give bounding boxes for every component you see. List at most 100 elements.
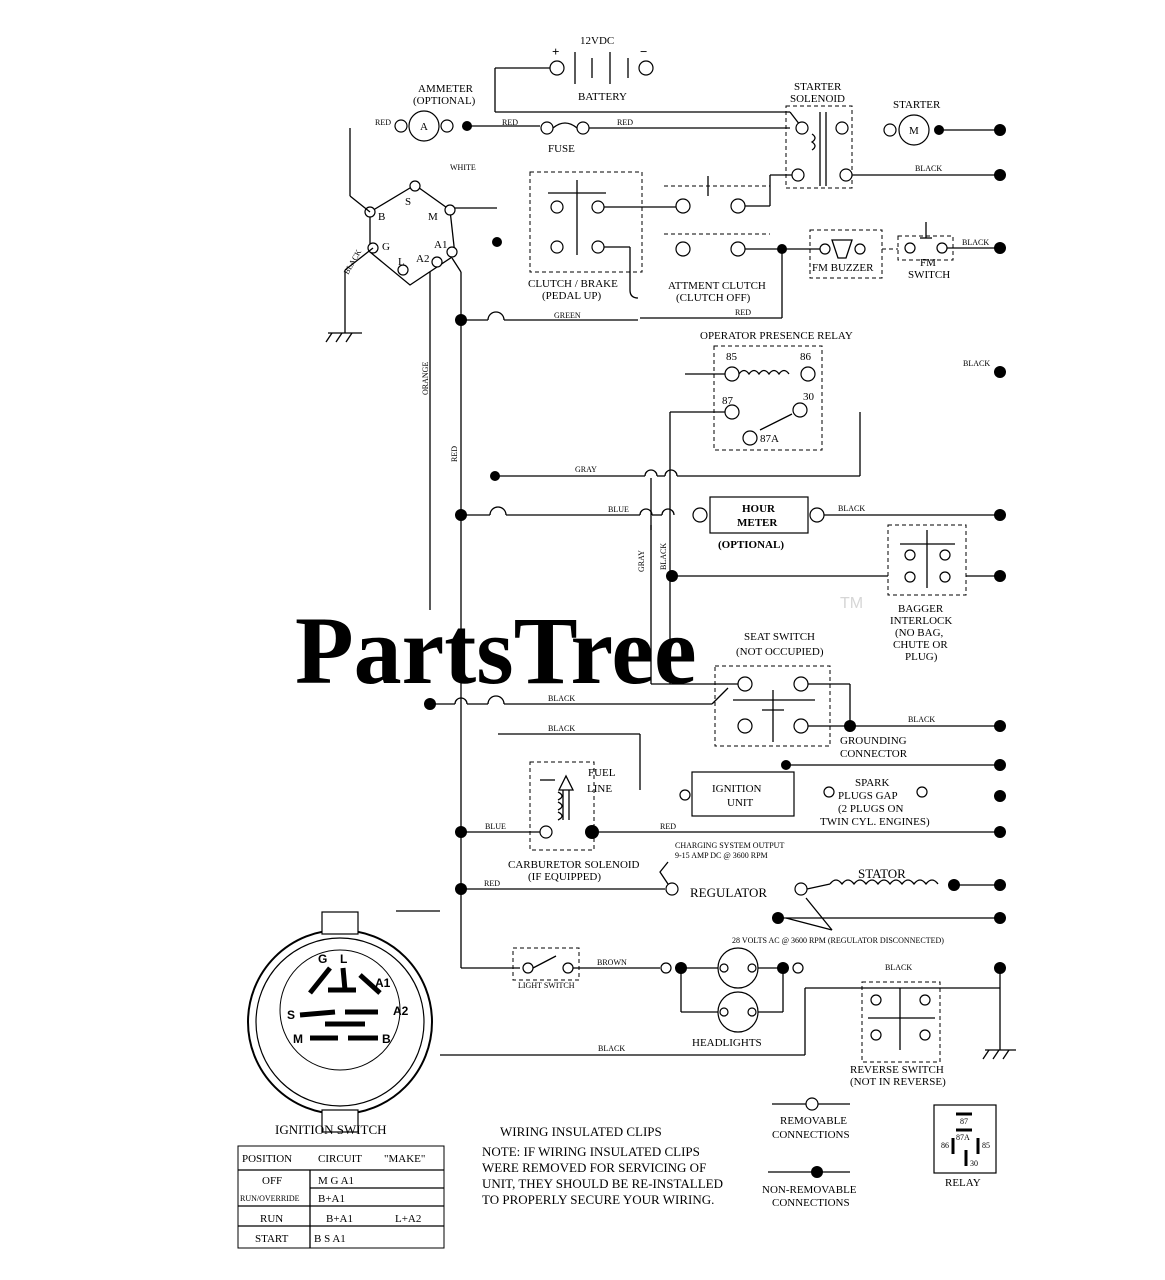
- svg-text:RED: RED: [502, 118, 518, 127]
- ignition-switch-table: POSITION CIRCUIT "MAKE" OFF M G A1 RUN/O…: [237, 1145, 445, 1249]
- svg-text:SPARK: SPARK: [855, 777, 890, 789]
- ignition-switch-title: IGNITION SWITCH: [275, 1122, 387, 1137]
- svg-text:ORANGE: ORANGE: [421, 362, 430, 395]
- clutch-brake-switch: CLUTCH / BRAKE (PEDAL UP): [528, 171, 643, 302]
- svg-text:BROWN: BROWN: [597, 958, 627, 967]
- svg-text:BLACK: BLACK: [915, 164, 942, 173]
- table-cell: RUN/OVERRIDE: [240, 1194, 300, 1203]
- svg-text:SEAT SWITCH: SEAT SWITCH: [744, 631, 815, 643]
- svg-text:A: A: [420, 121, 428, 133]
- svg-text:(PEDAL UP): (PEDAL UP): [542, 290, 602, 302]
- svg-text:87: 87: [722, 395, 734, 407]
- svg-text:RED: RED: [660, 822, 676, 831]
- svg-text:BLACK: BLACK: [598, 1044, 625, 1053]
- bagger-interlock: BAGGER INTERLOCK (NO BAG, CHUTE OR PLUG): [887, 524, 967, 663]
- svg-text:NOTE: IF WIRING INSULATED CLIP: NOTE: IF WIRING INSULATED CLIPS: [482, 1144, 700, 1159]
- table-cell: START: [255, 1233, 289, 1245]
- svg-text:CARBURETOR SOLENOID: CARBURETOR SOLENOID: [508, 859, 640, 871]
- table-header-circuit: CIRCUIT: [318, 1153, 362, 1165]
- svg-text:BAGGER: BAGGER: [898, 603, 944, 615]
- svg-text:FM BUZZER: FM BUZZER: [812, 262, 874, 274]
- svg-text:30: 30: [970, 1159, 978, 1168]
- ignition-switch-face: G L A1 A2 S M B IGNITION SWITCH: [247, 911, 433, 1137]
- carburetor-solenoid: FUEL LINE CARBURETOR SOLENOID (IF EQUIPP…: [508, 761, 640, 883]
- svg-text:(IF EQUIPPED): (IF EQUIPPED): [528, 871, 601, 883]
- svg-text:NON-REMOVABLE: NON-REMOVABLE: [762, 1184, 857, 1196]
- starter-motor: STARTER M: [883, 99, 1006, 146]
- battery-voltage: 12VDC: [580, 35, 614, 47]
- svg-text:REGULATOR: REGULATOR: [690, 885, 767, 900]
- fm-switch: FM SWITCH: [897, 222, 954, 281]
- svg-text:SWITCH: SWITCH: [908, 269, 950, 281]
- svg-text:ATTMENT CLUTCH: ATTMENT CLUTCH: [668, 280, 766, 292]
- svg-text:(OPTIONAL): (OPTIONAL): [413, 95, 476, 107]
- svg-text:GREEN: GREEN: [554, 311, 581, 320]
- battery-negative: −: [640, 44, 647, 59]
- fuse: FUSE: [540, 121, 590, 155]
- ammeter: AMMETER (OPTIONAL) A: [394, 83, 476, 142]
- svg-text:86: 86: [941, 1141, 949, 1150]
- table-cell: RUN: [260, 1213, 283, 1225]
- regulator: REGULATOR: [665, 882, 808, 900]
- grounding-connector-line1: GROUNDING: [840, 735, 907, 747]
- svg-text:GRAY: GRAY: [637, 550, 646, 572]
- svg-text:AMMETER: AMMETER: [418, 83, 474, 95]
- svg-text:B: B: [382, 1032, 391, 1046]
- table-header-make: "MAKE": [384, 1153, 425, 1165]
- svg-text:(NOT IN REVERSE): (NOT IN REVERSE): [850, 1076, 946, 1088]
- svg-text:G: G: [382, 241, 390, 253]
- svg-text:A2: A2: [416, 253, 429, 265]
- hour-meter: HOUR METER (OPTIONAL): [692, 496, 825, 551]
- svg-text:BLACK: BLACK: [962, 238, 989, 247]
- svg-text:BLACK: BLACK: [838, 504, 865, 513]
- svg-text:BLUE: BLUE: [608, 505, 629, 514]
- starter-solenoid: STARTER SOLENOID: [785, 81, 853, 189]
- svg-text:(OPTIONAL): (OPTIONAL): [718, 539, 784, 551]
- svg-text:HOUR: HOUR: [742, 503, 776, 515]
- svg-text:CLUTCH / BRAKE: CLUTCH / BRAKE: [528, 278, 618, 290]
- svg-text:HEADLIGHTS: HEADLIGHTS: [692, 1037, 762, 1049]
- legend-non-removable: NON-REMOVABLE CONNECTIONS: [762, 1166, 857, 1209]
- attachment-clutch-switch: ATTMENT CLUTCH (CLUTCH OFF): [664, 233, 770, 304]
- svg-text:RED: RED: [735, 308, 751, 317]
- svg-text:FUSE: FUSE: [548, 143, 575, 155]
- seat-switch: SEAT SWITCH (NOT OCCUPIED): [714, 631, 831, 747]
- svg-text:LIGHT SWITCH: LIGHT SWITCH: [518, 981, 575, 990]
- svg-text:UNIT, THEY SHOULD BE RE-INSTAL: UNIT, THEY SHOULD BE RE-INSTALLED: [482, 1176, 723, 1191]
- charging-note-2: 9-15 AMP DC @ 3600 RPM: [675, 851, 768, 860]
- svg-text:A1: A1: [375, 976, 391, 990]
- svg-text:RED: RED: [484, 879, 500, 888]
- svg-text:UNIT: UNIT: [727, 797, 754, 809]
- svg-text:85: 85: [982, 1141, 990, 1150]
- partstree-watermark: PartsTree TM: [295, 595, 863, 704]
- svg-text:M: M: [293, 1032, 303, 1046]
- svg-text:REMOVABLE: REMOVABLE: [780, 1115, 847, 1127]
- svg-text:IGNITION: IGNITION: [712, 783, 762, 795]
- svg-text:WIRING INSULATED CLIPS: WIRING INSULATED CLIPS: [500, 1124, 662, 1139]
- svg-text:PartsTree: PartsTree: [295, 597, 697, 704]
- svg-text:METER: METER: [737, 517, 778, 529]
- svg-text:30: 30: [803, 391, 815, 403]
- svg-text:CONNECTIONS: CONNECTIONS: [772, 1197, 850, 1209]
- svg-text:BLACK: BLACK: [659, 543, 668, 570]
- table-header-position: POSITION: [242, 1153, 292, 1165]
- svg-text:BLACK: BLACK: [908, 715, 935, 724]
- spark-plugs-note: SPARK PLUGS GAP (2 PLUGS ON TWIN CYL. EN…: [820, 777, 930, 828]
- svg-text:BLUE: BLUE: [485, 822, 506, 831]
- table-cell: OFF: [262, 1175, 282, 1187]
- ground-symbol-top: [325, 332, 362, 343]
- svg-text:L: L: [398, 256, 405, 268]
- svg-text:STATOR: STATOR: [858, 866, 906, 881]
- battery-positive: +: [552, 44, 559, 59]
- table-cell: B+A1: [318, 1193, 345, 1205]
- svg-text:OPERATOR PRESENCE RELAY: OPERATOR PRESENCE RELAY: [700, 330, 853, 342]
- svg-text:CONNECTIONS: CONNECTIONS: [772, 1129, 850, 1141]
- svg-text:S: S: [405, 196, 411, 208]
- svg-text:BLACK: BLACK: [548, 694, 575, 703]
- svg-text:INTERLOCK: INTERLOCK: [890, 615, 952, 627]
- svg-text:M: M: [428, 211, 438, 223]
- svg-text:87: 87: [960, 1117, 968, 1126]
- svg-text:RED: RED: [375, 118, 391, 127]
- svg-text:FM: FM: [920, 257, 936, 269]
